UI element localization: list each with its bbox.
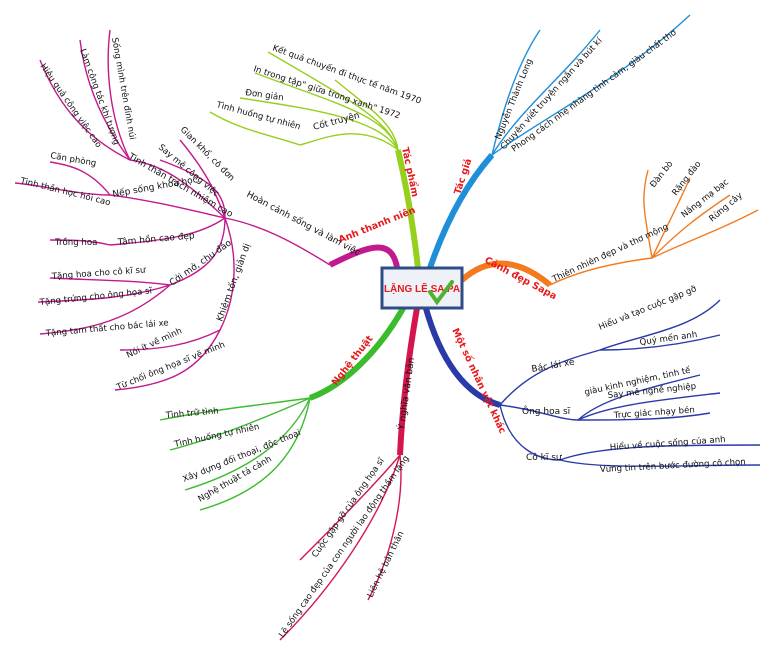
checkmark-icon bbox=[428, 280, 454, 306]
anh-thanh-nien-label[interactable]: Anh thanh niên bbox=[337, 205, 417, 246]
hoan-canh-label: Hoàn cảnh sống và làm việc bbox=[245, 189, 363, 258]
cot-truyen-label: Cốt truyện bbox=[312, 110, 361, 133]
cot-truyen-item-1: Tình huống tự nhiên bbox=[214, 99, 301, 132]
bac-lai-xe-label: Bác lái xe bbox=[531, 357, 576, 374]
nghe-thuat-label[interactable]: Nghệ thuật bbox=[330, 333, 376, 388]
khiem-ton-item-2: Từ chối ông họa sĩ vẽ mình bbox=[114, 339, 227, 393]
tac-pham-item-3: Đơn giản bbox=[245, 87, 285, 103]
canh-dep-branch-lines bbox=[460, 169, 759, 288]
y-nghia-label[interactable]: Ý nghĩa văn bản bbox=[395, 357, 417, 432]
center-title: LẶNG LẼ SA PA bbox=[384, 282, 460, 295]
tac-pham-branch-lines bbox=[209, 51, 421, 269]
y-nghia-branch-lines bbox=[279, 307, 420, 641]
nghe-thuat-branch-lines bbox=[159, 303, 408, 511]
canh-dep-sub: Thiên nhiên đẹp và thơ mộng bbox=[550, 221, 670, 285]
nhan-vat-branch-lines bbox=[422, 299, 761, 467]
ong-hoa-si-label: Ông họa sĩ bbox=[522, 405, 571, 417]
nep-song-label: Nếp sống khoa học bbox=[112, 174, 199, 200]
nep-song-item-2: Tinh thần học hỏi cao bbox=[18, 175, 111, 208]
bac-lai-xe-item-1: Hiểu và tạo cuộc gặp gỡ bbox=[597, 283, 699, 333]
tam-hon-label: Tâm hồn cao đẹp bbox=[116, 230, 195, 248]
center-topic[interactable]: LẶNG LẼ SA PA bbox=[380, 266, 464, 310]
nghe-thuat-item-1: Tình trữ tình bbox=[164, 406, 219, 421]
tac-gia-label[interactable]: Tác giả bbox=[452, 157, 474, 196]
canh-dep-item-1: Đàn bò bbox=[648, 159, 676, 190]
coi-mo-label: Cởi mở, chu đáo bbox=[167, 237, 234, 288]
coi-mo-item-3: Tặng tam thất cho bác lái xe bbox=[44, 317, 169, 339]
canh-dep-item-2: Rặng đào bbox=[670, 159, 703, 197]
anh-thanh-nien-branch-lines bbox=[14, 29, 401, 391]
nghe-thuat-item-2: Tình huống tự nhiên bbox=[172, 421, 260, 450]
tac-gia-branch-lines bbox=[427, 14, 691, 269]
co-ki-su-label: Cô kĩ sư bbox=[526, 452, 563, 463]
tam-hon-item-1: Trồng hoa bbox=[54, 237, 97, 248]
coi-mo-item-2: Tặng trứng cho ông họa sĩ bbox=[38, 285, 153, 308]
y-nghia-item-3: Liên hệ bản thân bbox=[365, 529, 407, 599]
co-ki-su-item-1: Hiểu về cuộc sống của anh bbox=[609, 434, 726, 453]
canh-dep-label[interactable]: Cảnh đẹp Sapa bbox=[483, 255, 559, 302]
co-ki-su-item-2: Vững tin trên bước đường cô chọn bbox=[600, 456, 746, 475]
nep-song-item-1: Căn phòng bbox=[49, 150, 97, 169]
nhan-vat-label[interactable]: Một số nhân vật khác bbox=[449, 327, 508, 436]
